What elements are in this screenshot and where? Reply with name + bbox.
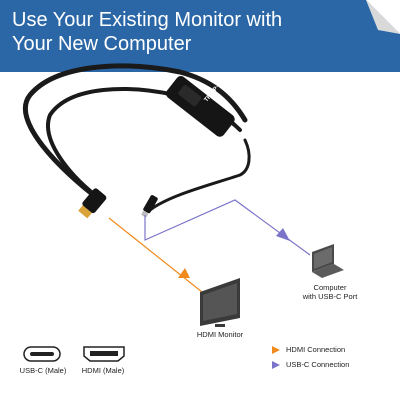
usbc-plug — [141, 195, 158, 218]
hdmi-connector-label: HDMI (Male) — [81, 366, 125, 375]
hdmi-connector-icon — [83, 346, 125, 362]
page-curl-icon — [366, 0, 400, 34]
usbc-connector-icon — [23, 346, 61, 362]
hdmi-legend-icon — [272, 346, 280, 354]
hdmi-connection-line — [108, 217, 203, 293]
hdmi-monitor-icon — [200, 278, 240, 327]
usbc-legend-label: USB-C Connection — [286, 360, 350, 369]
laptop-icon — [312, 244, 344, 278]
header-banner: Use Your Existing Monitor with Your New … — [0, 0, 400, 72]
hdmi-plug — [78, 188, 107, 219]
usbc-connector-label: USB-C (Male) — [19, 366, 67, 375]
hdmi-legend-label: HDMI Connection — [286, 345, 346, 354]
hdmi-monitor-label: HDMI Monitor — [196, 330, 244, 339]
usbc-legend-icon — [272, 361, 280, 369]
adapter-box — [166, 76, 235, 137]
computer-label: Computer with USB-C Port — [302, 283, 358, 301]
usbc-connection-line — [144, 199, 311, 256]
page-title: Use Your Existing Monitor with Your New … — [12, 9, 283, 55]
